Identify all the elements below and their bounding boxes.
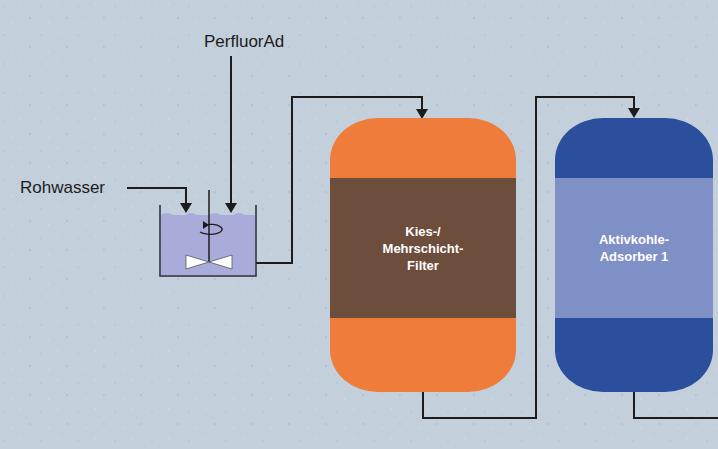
filter-vessel: Kies-/ Mehrschicht- Filter	[330, 118, 516, 392]
adsorber-vessel: Aktivkohle- Adsorber 1	[555, 118, 713, 392]
vessel-band: Kies-/ Mehrschicht- Filter	[330, 178, 516, 318]
inlet-label: Rohwasser	[20, 178, 105, 198]
vessel-label: Kies-/ Mehrschicht- Filter	[383, 223, 464, 274]
dosing-label: PerfluorAd	[204, 32, 284, 52]
vessel-label: Aktivkohle- Adsorber 1	[588, 231, 680, 265]
arrow-head	[628, 108, 640, 118]
vessel-band: Aktivkohle- Adsorber 1	[555, 178, 713, 318]
